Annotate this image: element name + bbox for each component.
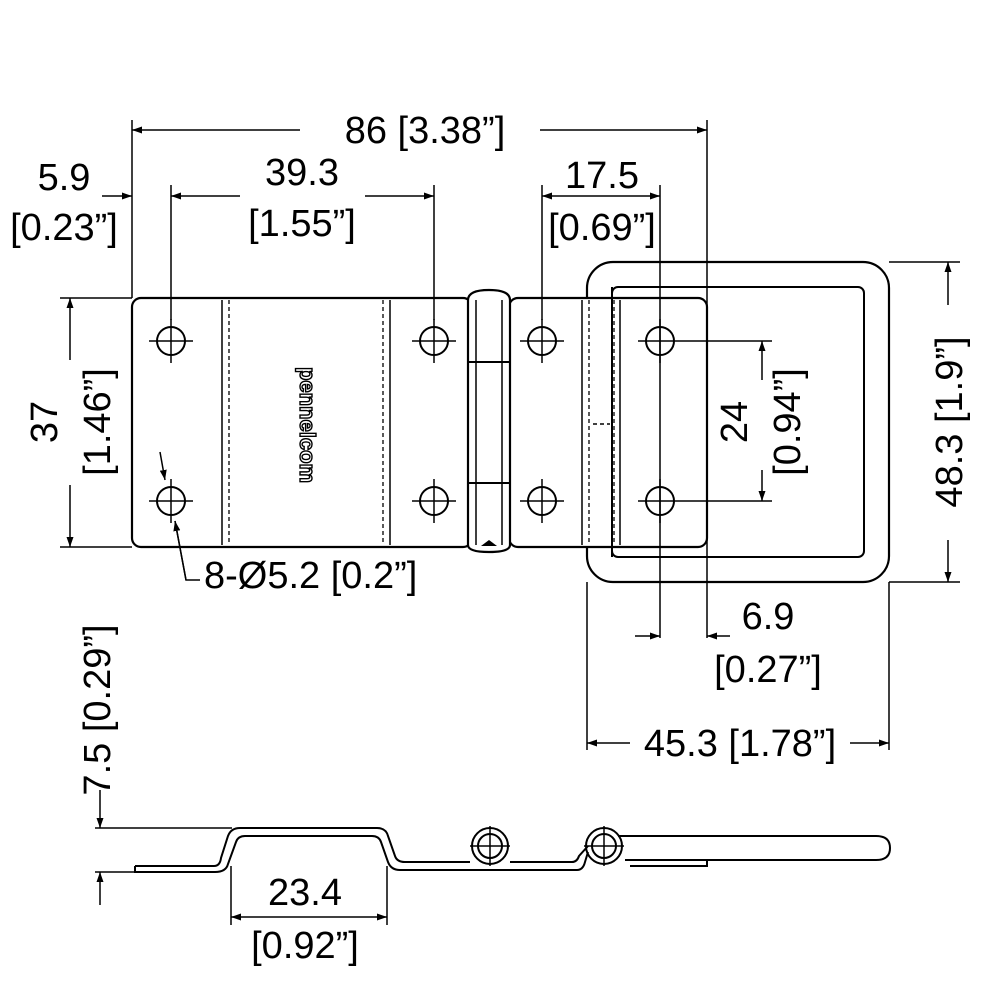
side-profile: [134, 826, 892, 873]
hole: [520, 479, 564, 523]
hole: [149, 479, 193, 523]
profile-dimension-lines: [95, 790, 388, 925]
dim-ring-width: 45.3 [1.78”]: [644, 723, 836, 765]
svg-text:pennelcom: pennelcom: [295, 367, 320, 483]
hole: [520, 319, 564, 363]
dim-hinge-hole-spacing-in: [0.69”]: [548, 207, 656, 249]
dim-hole-vertical-spacing: 24: [714, 401, 756, 443]
hole: [149, 319, 193, 363]
dim-edge-to-hole-mm: 5.9: [38, 157, 91, 199]
dimension-lines: [60, 120, 960, 750]
mounting-holes: [149, 319, 682, 523]
dim-profile-width-mm: 23.4: [268, 872, 342, 914]
dim-profile-height: 7.5 [0.29”]: [77, 624, 119, 795]
dim-overall-length: 86 [3.38”]: [345, 110, 506, 152]
dim-plate-width: 37: [24, 401, 66, 443]
dim-hole-spacing-in: [1.55”]: [248, 203, 356, 245]
hinge-plate: pennelcom: [130, 260, 891, 584]
dimension-labels: 86 [3.38”] 5.9 [0.23”] 39.3 [1.55”] 17.5…: [10, 110, 971, 765]
hinge-knuckle: [466, 288, 512, 554]
dim-hole-spacing-mm: 39.3: [265, 152, 339, 194]
dim-hinge-hole-spacing-mm: 17.5: [565, 155, 639, 197]
dim-hole-diameter: 8-Ø5.2 [0.2”]: [204, 555, 417, 597]
hole: [412, 319, 456, 363]
dim-edge-to-hole-in: [0.23”]: [10, 207, 118, 249]
right-leaf: [507, 296, 709, 549]
dim-ring-offset-mm: 6.9: [742, 596, 795, 638]
dim-plate-width-in: [1.46”]: [77, 368, 119, 476]
hole: [412, 479, 456, 523]
dim-hole-vertical-spacing-in: [0.94”]: [767, 368, 809, 476]
dim-ring-offset-in: [0.27”]: [714, 649, 822, 691]
profile-dimension-labels: 7.5 [0.29”] 23.4 [0.92”]: [77, 624, 359, 967]
dim-ring-height: 48.3 [1.9”]: [929, 336, 971, 507]
dim-profile-width-in: [0.92”]: [251, 925, 359, 967]
logo: pennelcom: [294, 366, 320, 484]
